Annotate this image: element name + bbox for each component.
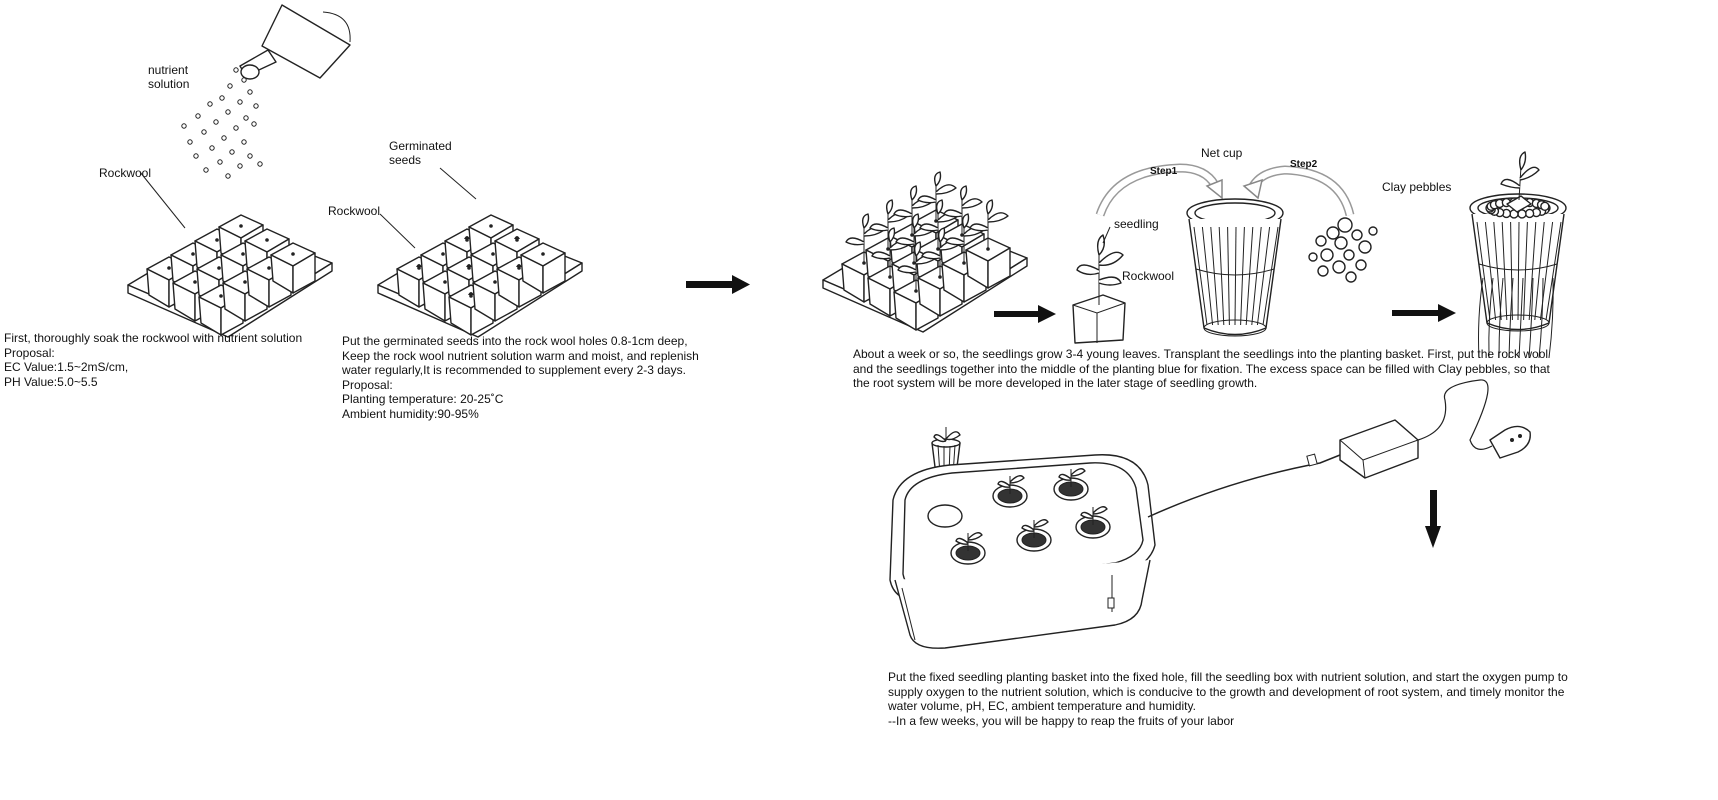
- clay-pebble: [1351, 229, 1363, 241]
- droplet: [233, 67, 239, 73]
- label-rockwool-1: Rockwool: [99, 166, 152, 180]
- rockwool-tray-seedlings-icon: [822, 171, 1028, 333]
- clay-pebble: [1334, 236, 1348, 250]
- planted-hole: [1075, 506, 1111, 539]
- clay-pebble: [1332, 260, 1346, 274]
- rockwool-tray-seeds-icon: [377, 214, 583, 338]
- planted-hole: [1016, 519, 1052, 552]
- text-line: Put the germinated seeds into the rock w…: [342, 334, 688, 348]
- text-line: About a week or so, the seedlings grow 3…: [853, 347, 1549, 361]
- clay-pebble: [1317, 265, 1329, 277]
- rockwool-tray-icon: [127, 214, 333, 338]
- panel3-text: About a week or so, the seedlings grow 3…: [853, 347, 1550, 391]
- droplet: [201, 129, 207, 135]
- arrow-right-icon: [686, 275, 750, 294]
- droplet: [207, 101, 213, 107]
- text-line: Put the fixed seedling planting basket i…: [888, 670, 1568, 684]
- label-step1: Step1: [1150, 166, 1178, 177]
- planted-hole: [992, 475, 1028, 508]
- arrow-right-icon: [994, 305, 1056, 323]
- droplet: [209, 145, 215, 151]
- text-line: First, thoroughly soak the rockwool with…: [4, 331, 303, 345]
- droplet: [251, 121, 257, 127]
- planted-hole: [950, 532, 986, 565]
- panel1-text: First, thoroughly soak the rockwool with…: [4, 331, 302, 389]
- droplet: [247, 89, 253, 95]
- panel2-text: Put the germinated seeds into the rock w…: [342, 334, 699, 421]
- panel4-text: Put the fixed seedling planting basket i…: [888, 670, 1568, 728]
- planted-hole: [1053, 468, 1089, 501]
- droplet: [237, 99, 243, 105]
- droplet: [237, 163, 243, 169]
- text-line: the root system will be more developed i…: [853, 376, 1258, 390]
- clay-pebble: [1308, 252, 1318, 262]
- droplet: [243, 115, 249, 121]
- text-line: supply oxygen to the nutrient solution, …: [888, 684, 1565, 699]
- label-net-cup: Net cup: [1201, 146, 1243, 160]
- droplet: [203, 167, 209, 173]
- droplet: [217, 159, 223, 165]
- droplet: [193, 153, 199, 159]
- label-nutrient-solution: nutrient solution: [148, 63, 190, 91]
- droplet: [241, 139, 247, 145]
- droplet: [221, 135, 227, 141]
- droplet: [229, 149, 235, 155]
- droplet: [213, 119, 219, 125]
- label-germinated-seeds: Germinated seeds: [389, 139, 452, 167]
- text-line: Proposal:: [4, 345, 55, 360]
- clay-pebble: [1326, 226, 1340, 240]
- text-line: and the seedlings together into the midd…: [853, 361, 1550, 376]
- clay-pebbles-icon: [1308, 217, 1378, 283]
- net-cup-icon: [1186, 198, 1284, 337]
- label-rockwool-2: Rockwool: [328, 204, 381, 218]
- text-line: water volume, pH, EC, ambient temperatur…: [888, 699, 1196, 713]
- clay-pebble: [1320, 248, 1334, 262]
- arrow-right-icon: [1392, 304, 1456, 322]
- clay-pebble: [1315, 235, 1327, 247]
- clay-pebble: [1343, 249, 1355, 261]
- droplet: [233, 125, 239, 131]
- label-seedling: seedling: [1114, 217, 1159, 231]
- label-step2: Step2: [1290, 159, 1318, 170]
- text-line: water regularly,It is recommended to sup…: [342, 363, 686, 377]
- net-cup-planted-icon: [1469, 151, 1567, 359]
- droplet: [225, 109, 231, 115]
- label-clay-pebbles: Clay pebbles: [1382, 180, 1452, 194]
- clay-pebble: [1345, 271, 1357, 283]
- droplet: [227, 83, 233, 89]
- seedling-rockwool-icon: [1072, 226, 1126, 344]
- droplet: [225, 173, 231, 179]
- text-line: Keep the rock wool nutrient solution war…: [342, 348, 699, 363]
- droplet: [195, 113, 201, 119]
- text-line: --In a few weeks, you will be happy to r…: [888, 713, 1235, 728]
- droplet: [187, 139, 193, 145]
- text-line: PH Value:5.0~5.5: [4, 374, 98, 389]
- droplet: [247, 153, 253, 159]
- clay-pebble: [1368, 226, 1378, 236]
- text-line: EC Value:1.5~2mS/cm,: [4, 360, 129, 374]
- text-line: Planting temperature: 20-25˚C: [342, 392, 504, 406]
- text-line: Proposal:: [342, 377, 393, 392]
- droplet: [253, 103, 259, 109]
- clay-pebble: [1337, 217, 1353, 233]
- clay-pebble: [1355, 259, 1367, 271]
- droplet: [181, 123, 187, 129]
- text-line: Ambient humidity:90-95%: [342, 406, 479, 421]
- droplet: [241, 77, 247, 83]
- clay-pebble: [1358, 240, 1372, 254]
- droplet: [257, 161, 263, 167]
- droplet: [219, 95, 225, 101]
- label-rockwool-3: Rockwool: [1122, 269, 1175, 283]
